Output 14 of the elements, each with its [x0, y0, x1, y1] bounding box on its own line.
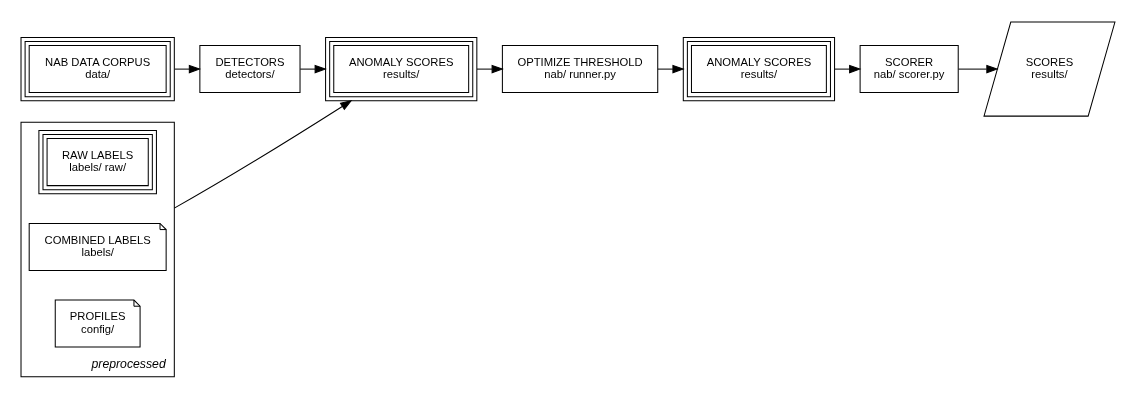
arrow [476, 64, 504, 74]
arrow [657, 64, 685, 74]
arrow [958, 64, 999, 74]
arrow [299, 64, 327, 74]
arrow [173, 100, 353, 209]
node-box: ANOMALY SCORES results/ [325, 36, 478, 102]
arrow [174, 64, 202, 74]
arrow [834, 64, 862, 74]
node-box: OPTIMIZE THRESHOLD nab/ runner.py [501, 45, 659, 94]
node-box: RAW LABELS labels/ raw/ [38, 129, 157, 195]
node-box: DETECTORS detectors/ [199, 45, 301, 94]
node-box: NAB DATA CORPUS data/ [20, 36, 175, 102]
node-box: SCORER nab/ scorer.py [859, 45, 959, 94]
node-box: ANOMALY SCORES results/ [682, 36, 836, 102]
